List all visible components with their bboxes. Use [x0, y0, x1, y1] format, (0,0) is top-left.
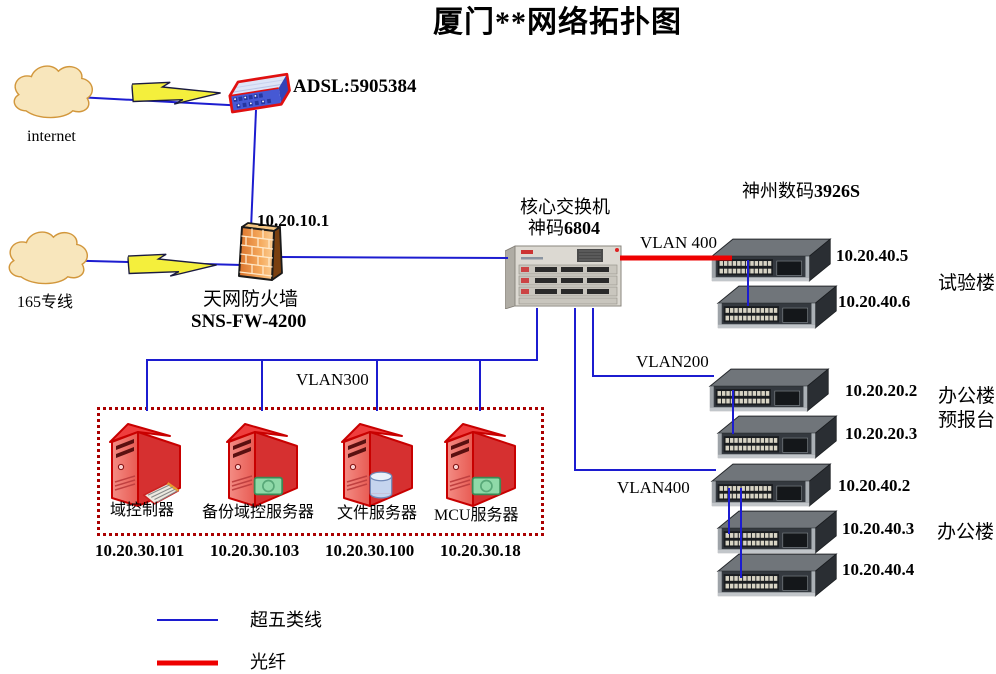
access-group-title: 神州数码3926S [742, 181, 861, 201]
vlan200-label: VLAN200 [636, 352, 709, 371]
switch-ip-label: 10.20.40.5 [836, 246, 909, 265]
database-icon [368, 470, 394, 500]
server-group-box [97, 407, 544, 536]
link-core-vlan200 [592, 308, 714, 377]
firewall-ip-label: 10.20.10.1 [257, 211, 330, 230]
core-switch-model-label: 神码6804 [528, 218, 600, 238]
firewall-name-label: 天网防火墙 [203, 289, 299, 310]
server-ip-label: 10.20.30.103 [210, 541, 300, 560]
link-firewall-core [280, 256, 509, 259]
server-name-label: 文件服务器 [337, 505, 418, 522]
switch-ip-label: 10.20.40.4 [842, 560, 915, 579]
vlan400-label: VLAN400 [617, 478, 690, 497]
firewall-model-label: SNS-FW-4200 [191, 311, 307, 332]
internet-cloud-label: internet [27, 128, 76, 145]
internet-cloud-icon [8, 58, 98, 124]
switch-ip-label: 10.20.40.2 [838, 476, 911, 495]
money-card-icon [470, 474, 504, 498]
line165-cloud-icon [3, 224, 93, 290]
server-ip-label: 10.20.30.101 [95, 541, 185, 560]
firewall-icon [236, 221, 286, 285]
vlan300-label: VLAN300 [296, 370, 369, 389]
building-label-office-forecast: 办公楼 预报台 [938, 386, 996, 431]
server-name-label: 域控制器 [110, 502, 175, 519]
switch-ip-label: 10.20.20.2 [845, 381, 918, 400]
core-switch-name-label: 核心交换机 [520, 197, 610, 217]
page-title: 厦门**网络拓扑图 [433, 6, 682, 39]
switch-ip-label: 10.20.20.3 [845, 424, 918, 443]
line165-cloud-label: 165专线 [17, 294, 74, 311]
vlan400-fiber-label: VLAN 400 [640, 233, 717, 252]
legend-cat5-label: 超五类线 [250, 610, 322, 630]
link-core-vlan400 [574, 308, 716, 471]
building-label-office: 办公楼 [937, 522, 995, 543]
server-name-label: MCU服务器 [434, 507, 519, 524]
legend-fiber-label: 光纤 [250, 652, 286, 672]
server-ip-label: 10.20.30.18 [440, 541, 521, 560]
switch-ip-label: 10.20.40.3 [842, 519, 915, 538]
adsl-label: ADSL:5905384 [293, 76, 417, 97]
money-card-icon [252, 474, 286, 498]
server-name-label: 备份域控服务器 [202, 504, 315, 521]
link-adsl-firewall [250, 109, 257, 230]
legend [157, 619, 218, 666]
switch-ip-label: 10.20.40.6 [838, 292, 911, 311]
building-label-lab: 试验楼 [938, 273, 996, 294]
server-ip-label: 10.20.30.100 [325, 541, 415, 560]
link-core-vlan300-bus [146, 308, 538, 411]
